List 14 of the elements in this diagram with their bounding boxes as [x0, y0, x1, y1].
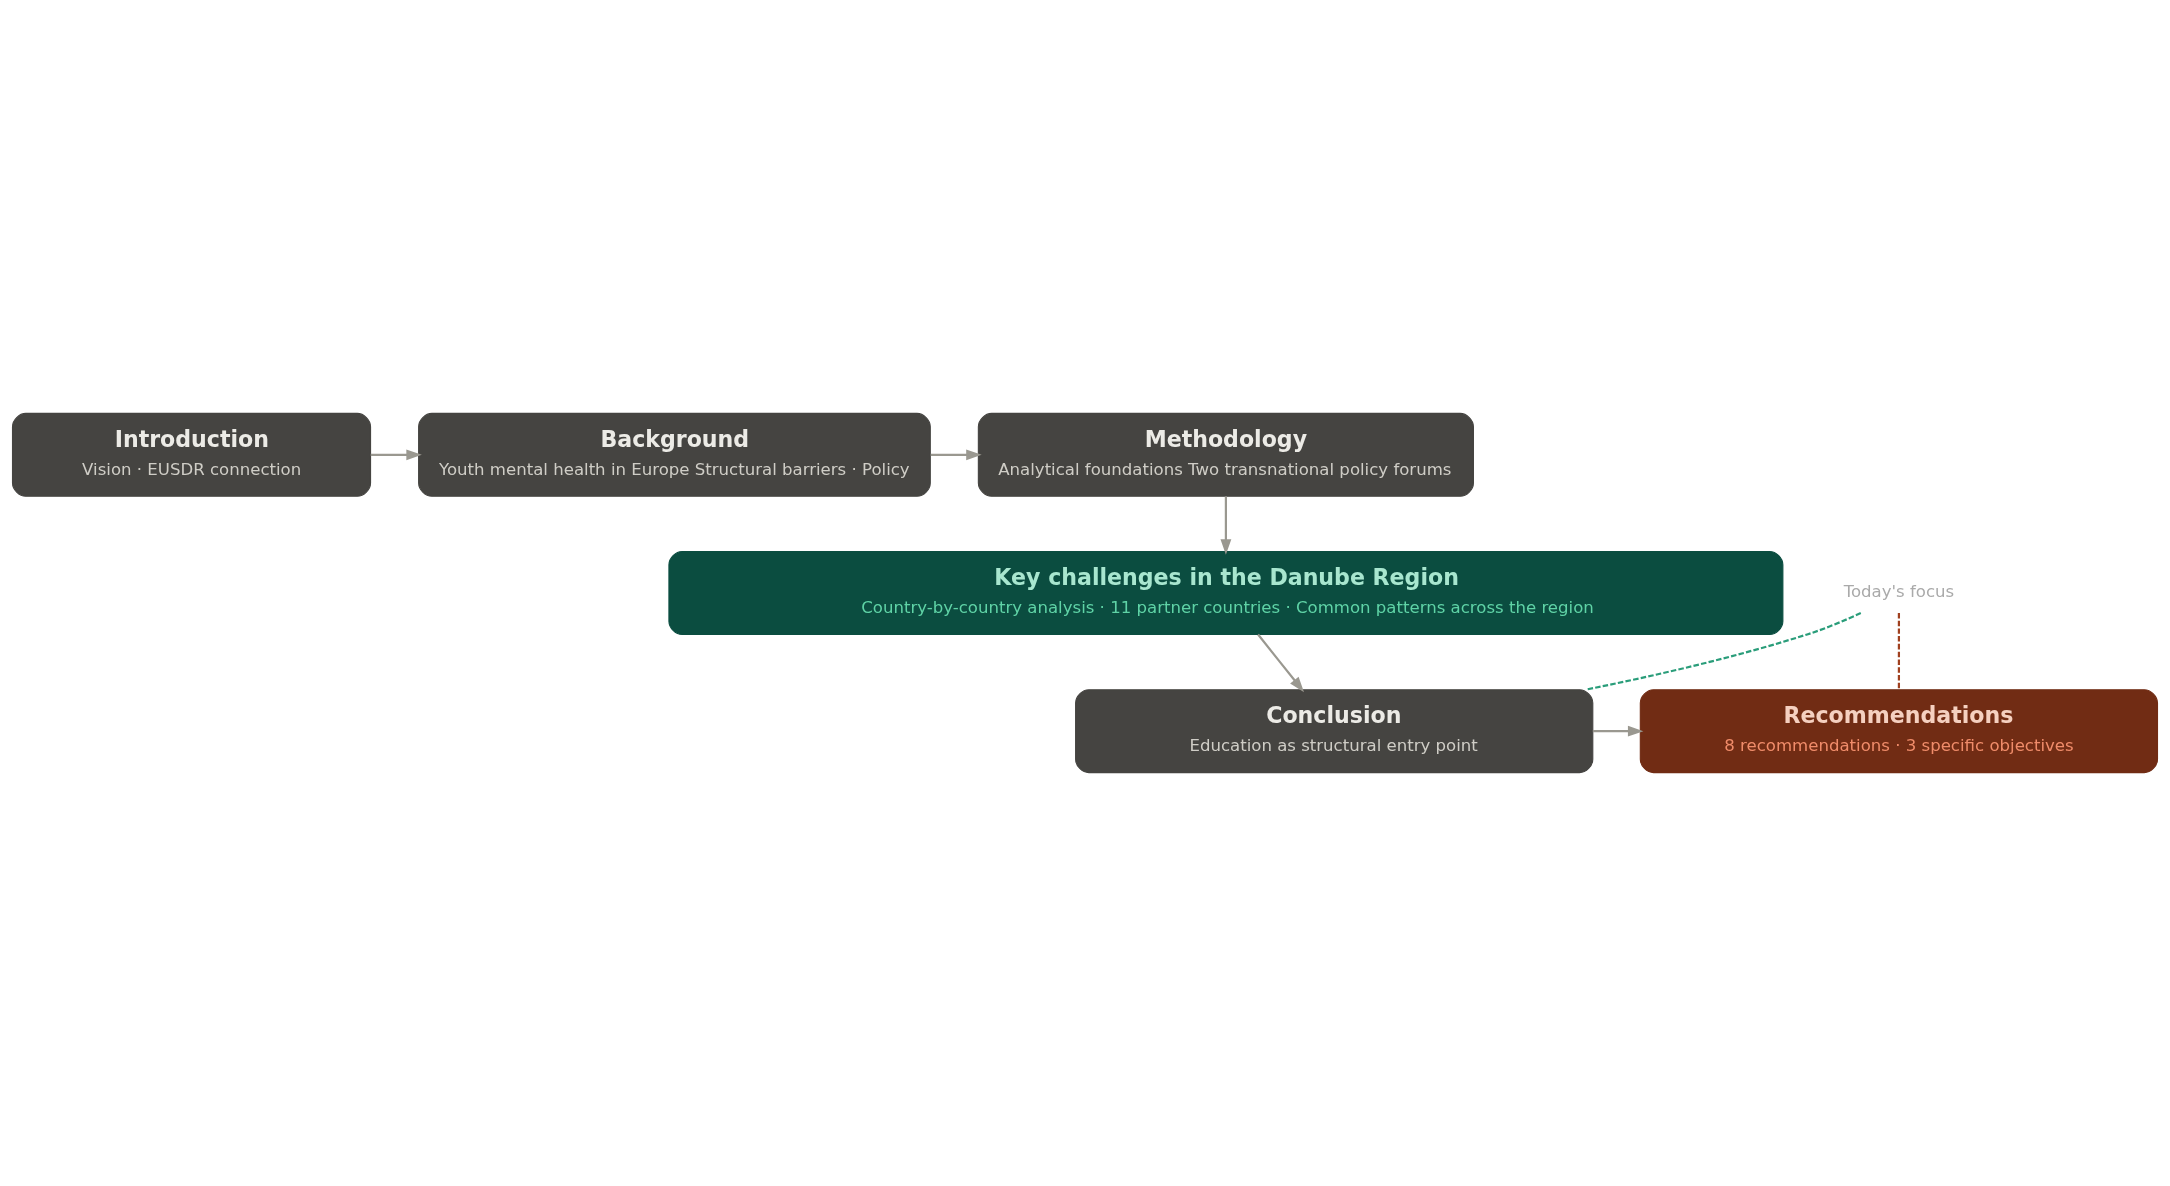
- node-box: Recommendations 8 recommendations · 3 specific objectives: [1639, 689, 2159, 774]
- arrow: [1257, 633, 1305, 693]
- node-box: Introduction Vision · EUSDR connection: [11, 412, 372, 497]
- node-box: Background Youth mental health in Europe Structural barriers · Policy: [418, 412, 931, 497]
- arrow: [930, 449, 982, 461]
- connector: [1585, 612, 1862, 691]
- arrow: [1592, 725, 1644, 737]
- node-box: Key challenges in the Danube Region Country-by-country analysis · 11 partner countries · Common patterns across the region: [668, 551, 1784, 635]
- node-text: Today's focus: [1843, 582, 1955, 602]
- node-box: Conclusion Education as structural entry point: [1075, 689, 1594, 774]
- node-box: Methodology Analytical foundations Two transnational policy forums: [977, 412, 1474, 497]
- arrow: [370, 449, 422, 461]
- arrow: [1220, 496, 1232, 555]
- connector: [1897, 613, 1900, 690]
